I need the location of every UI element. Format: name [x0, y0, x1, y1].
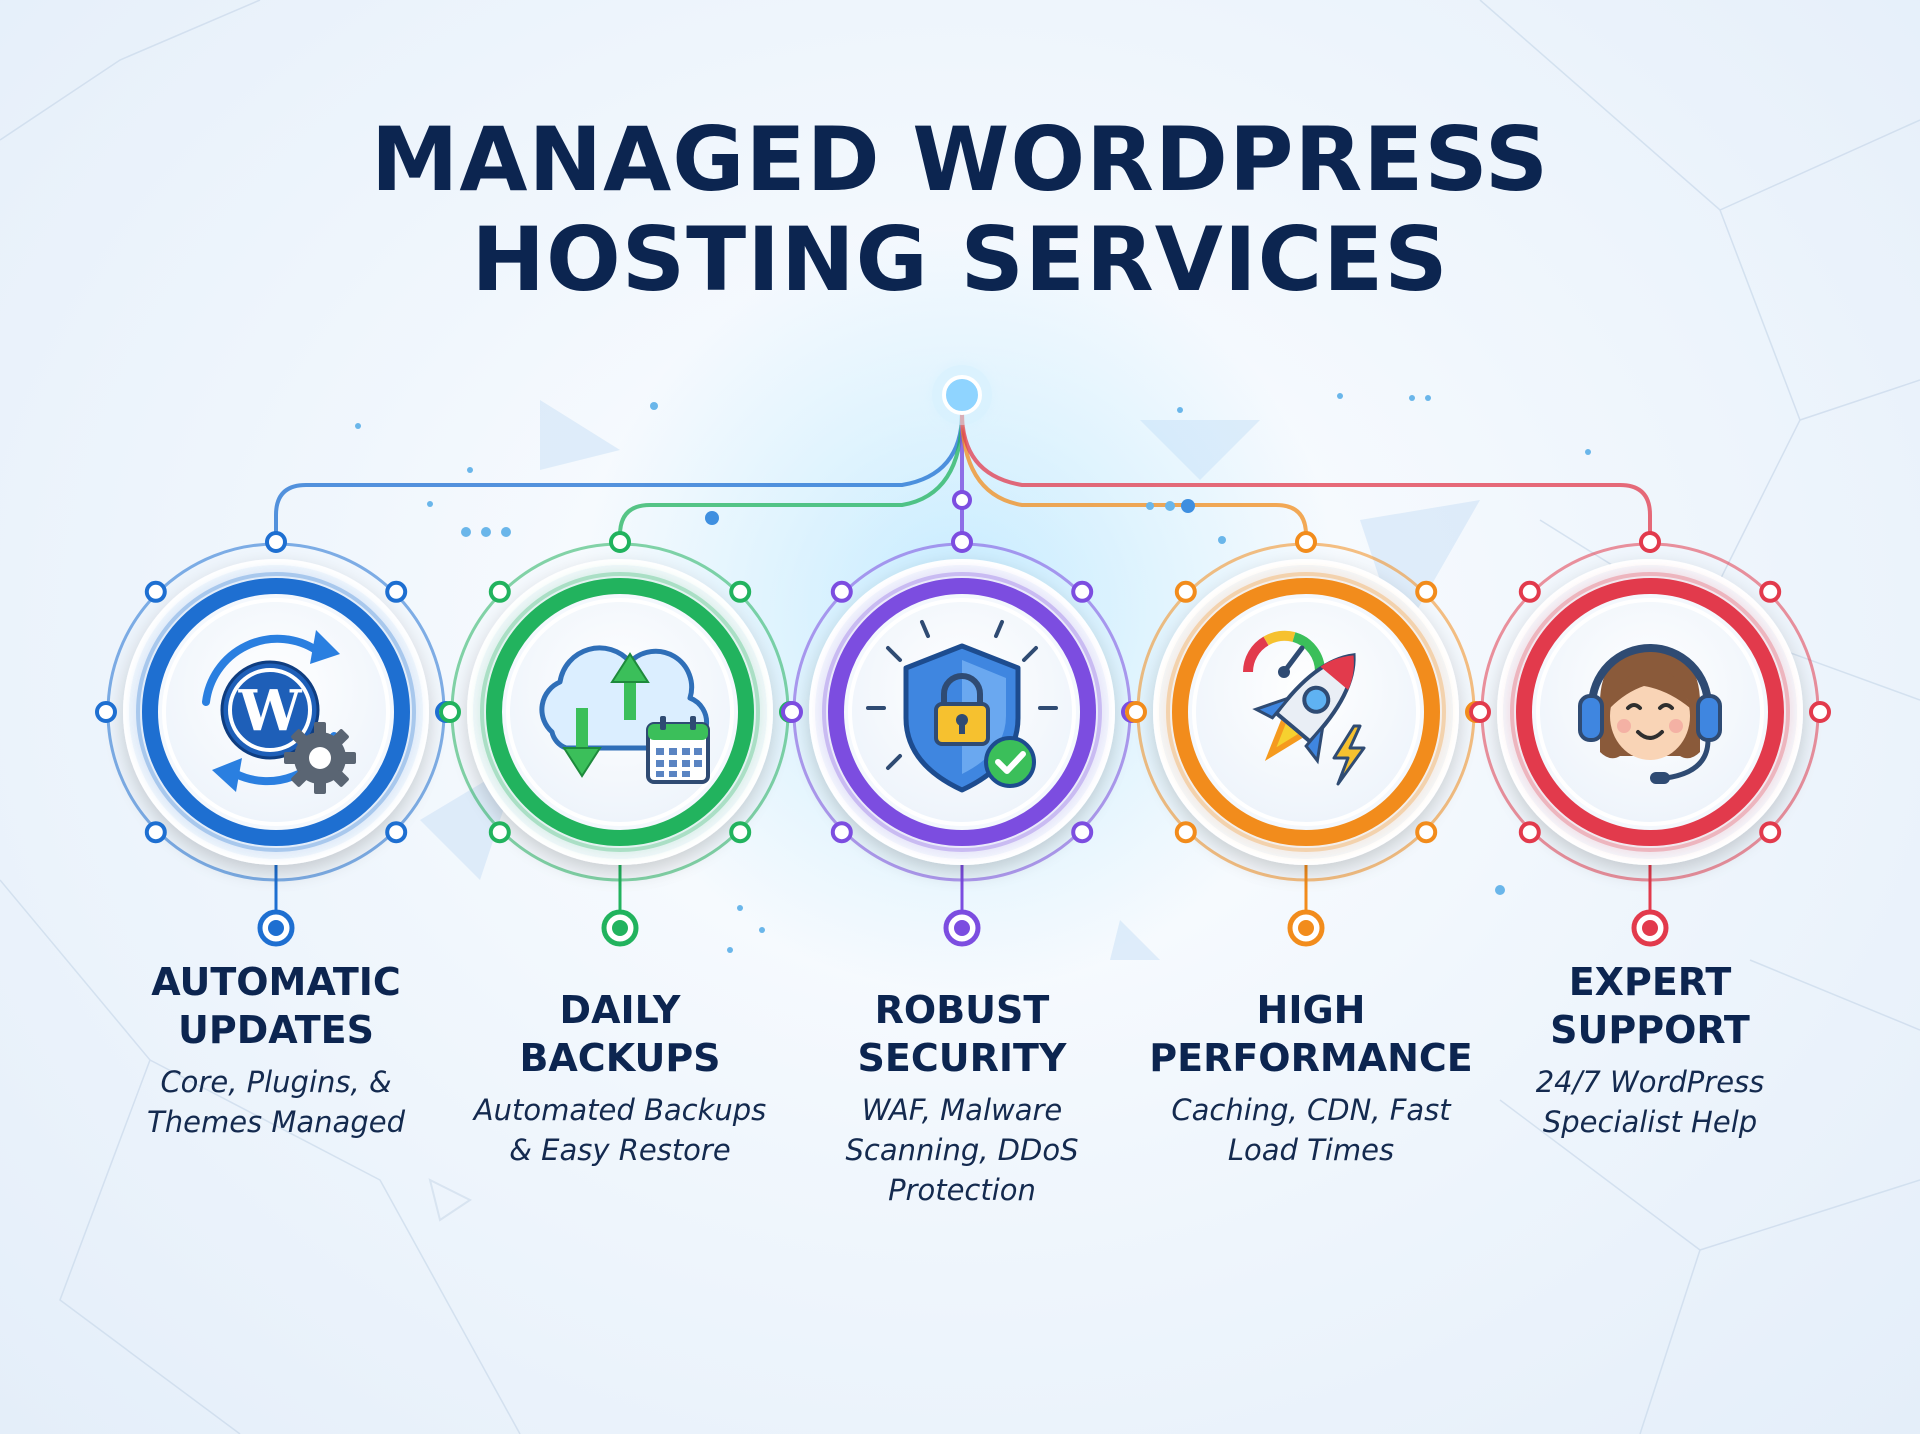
ring-node [781, 701, 803, 723]
feature-title: AUTOMATIC UPDATES [151, 960, 401, 1052]
ring-node [144, 580, 167, 603]
ring-node [385, 580, 408, 603]
ring-node [1518, 580, 1541, 603]
title-line-2: HOSTING SERVICES [471, 208, 1449, 311]
ring-node [1174, 580, 1197, 603]
feature-expert-support: EXPERT SUPPORT 24/7 WordPress Specialist… [1485, 958, 1815, 1142]
feature-automatic-updates: AUTOMATIC UPDATES Core, Plugins, & Theme… [111, 958, 441, 1142]
ring-node [830, 821, 853, 844]
ring-node [144, 821, 167, 844]
wordpress-update-icon: W [202, 630, 356, 794]
bottom-marker-core [612, 920, 628, 936]
ring-node [1071, 821, 1094, 844]
ring-node [1071, 580, 1094, 603]
ring-node [488, 821, 511, 844]
ring-node [1469, 701, 1491, 723]
connector-line [618, 412, 964, 548]
ring-node [729, 821, 752, 844]
ring-node [609, 531, 631, 553]
ring-node [1125, 701, 1147, 723]
ring-node [439, 701, 461, 723]
feature-description: 24/7 WordPress Specialist Help [1535, 1065, 1765, 1139]
support-agent-headset-icon [1578, 644, 1722, 784]
connector-line [960, 412, 1652, 548]
bottom-marker-core [954, 920, 970, 936]
feature-description: Automated Backups & Easy Restore [473, 1093, 767, 1167]
ring-node [1174, 821, 1197, 844]
decorative-dots [355, 393, 1591, 953]
feature-daily-backups: DAILY BACKUPS Automated Backups & Easy R… [440, 986, 800, 1170]
feature-robust-security: ROBUST SECURITY WAF, Malware Scanning, D… [797, 986, 1127, 1210]
ring-node [1759, 580, 1782, 603]
rocket-speedometer-icon [1243, 630, 1366, 786]
feature-title: ROBUST SECURITY [857, 988, 1067, 1080]
ring-node [951, 531, 973, 553]
cloud-backup-calendar-icon [539, 645, 710, 784]
ring-node [488, 580, 511, 603]
title-line-1: MANAGED WORDPRESS [370, 108, 1550, 211]
hub-node [932, 365, 992, 425]
connector-line [960, 412, 1308, 548]
ring-node [830, 580, 853, 603]
bottom-marker-core [1298, 920, 1314, 936]
ring-node [1295, 531, 1317, 553]
bottom-marker-core [268, 920, 284, 936]
ring-node [1639, 531, 1661, 553]
feature-description: Core, Plugins, & Themes Managed [147, 1065, 405, 1139]
ring-node [95, 701, 117, 723]
feature-title: EXPERT SUPPORT [1550, 960, 1750, 1052]
connector-node [952, 490, 972, 510]
ring-node [1415, 580, 1438, 603]
svg-text:W: W [238, 678, 303, 744]
ring-node [1415, 821, 1438, 844]
bottom-marker-core [1642, 920, 1658, 936]
feature-title: DAILY BACKUPS [519, 988, 721, 1080]
ring-node [1759, 821, 1782, 844]
ring-node [385, 821, 408, 844]
connector-line [274, 412, 964, 548]
shield-lock-icon [866, 620, 1058, 793]
connector-network [274, 412, 1652, 912]
ring-node [265, 531, 287, 553]
ring-node [1809, 701, 1831, 723]
ring-node [1518, 821, 1541, 844]
feature-description: WAF, Malware Scanning, DDoS Protection [845, 1093, 1079, 1207]
feature-high-performance: HIGH PERFORMANCE Caching, CDN, Fast Load… [1126, 986, 1496, 1170]
feature-title: HIGH PERFORMANCE [1149, 988, 1473, 1080]
feature-description: Caching, CDN, Fast Load Times [1171, 1093, 1451, 1167]
ring-node [729, 580, 752, 603]
